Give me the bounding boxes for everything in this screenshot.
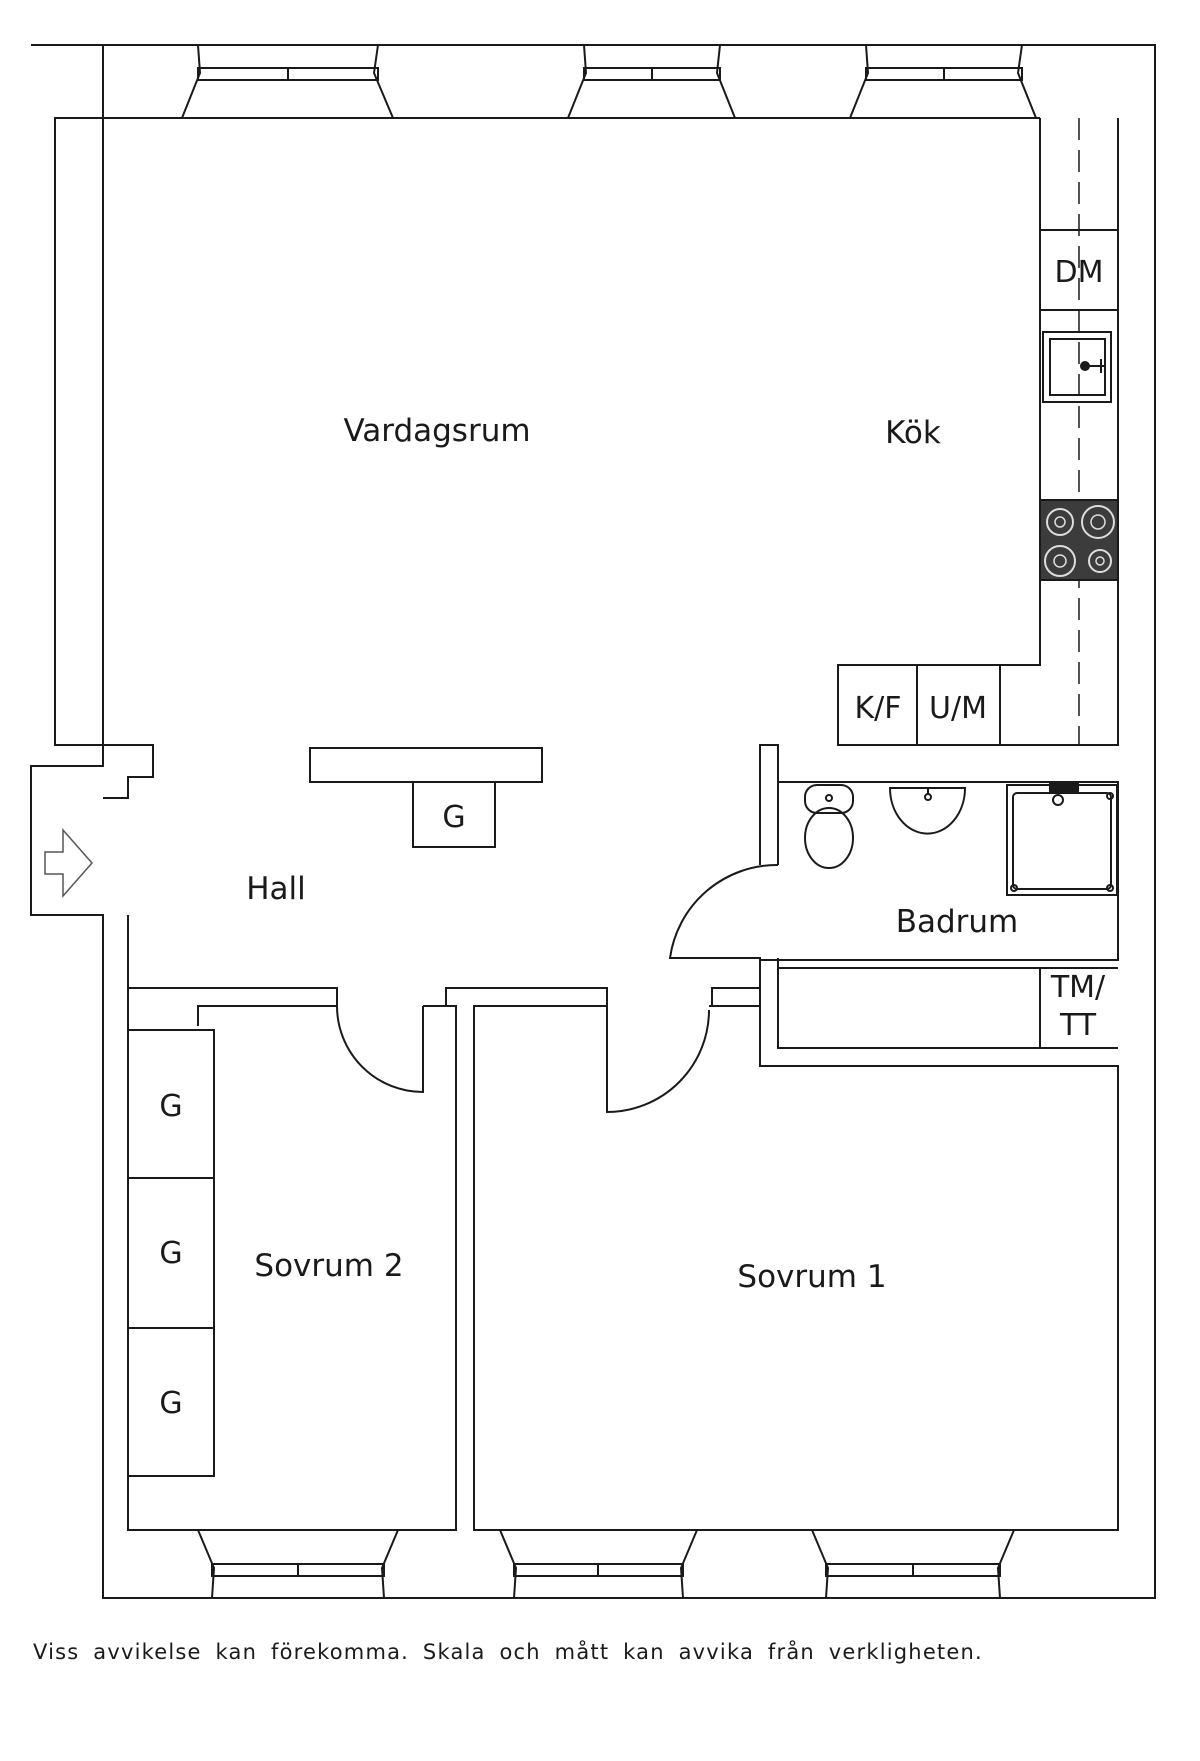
bathroom-wall xyxy=(711,744,1119,1066)
hall-south-wall xyxy=(102,915,338,1026)
room-label-sovrum2: Sovrum 2 xyxy=(254,1248,403,1284)
closet-1-label: G xyxy=(159,1089,182,1124)
stove xyxy=(1039,499,1119,581)
room-label-kok: Kök xyxy=(885,415,941,451)
window-top-1 xyxy=(181,44,394,119)
closet-2-label: G xyxy=(159,1236,182,1271)
fixture-label-dm: DM xyxy=(1055,255,1104,290)
room-label-hall: Hall xyxy=(246,871,306,907)
window-top-3 xyxy=(849,44,1037,119)
fixture-label-kf: K/F xyxy=(854,691,901,726)
toilet xyxy=(804,784,854,869)
closet-3 xyxy=(127,1327,215,1477)
hall-partition xyxy=(309,747,543,783)
window-bottom-1 xyxy=(197,1529,399,1599)
outer-wall xyxy=(30,44,1156,1599)
hall-closet-label: G xyxy=(442,800,465,835)
bathroom-sink xyxy=(888,787,967,835)
window-bottom-2 xyxy=(499,1529,698,1599)
door-bedroom2 xyxy=(336,1005,424,1094)
fixture-label-um: U/M xyxy=(929,691,987,726)
kitchen-sink xyxy=(1042,331,1112,403)
disclaimer-text: Viss avvikelse kan förekomma. Skala och … xyxy=(33,1640,983,1664)
fixture-label-tm: TM/ xyxy=(1050,970,1106,1005)
window-top-2 xyxy=(567,44,736,119)
room-label-vardagsrum: Vardagsrum xyxy=(343,413,530,449)
door-bedroom1 xyxy=(606,1006,710,1114)
room-label-badrum: Badrum xyxy=(896,904,1019,940)
hall-closet xyxy=(412,781,496,848)
shower xyxy=(1006,782,1118,896)
entrance-arrow-icon xyxy=(44,828,93,898)
room-label-sovrum1: Sovrum 1 xyxy=(737,1259,886,1295)
fixture-label-tt: TT xyxy=(1059,1008,1097,1043)
inner-wall-west xyxy=(54,117,1040,799)
door-bathroom xyxy=(668,863,779,988)
window-bottom-3 xyxy=(811,1529,1015,1599)
closet-3-label: G xyxy=(159,1386,182,1421)
kitchen-counter xyxy=(837,118,1119,746)
